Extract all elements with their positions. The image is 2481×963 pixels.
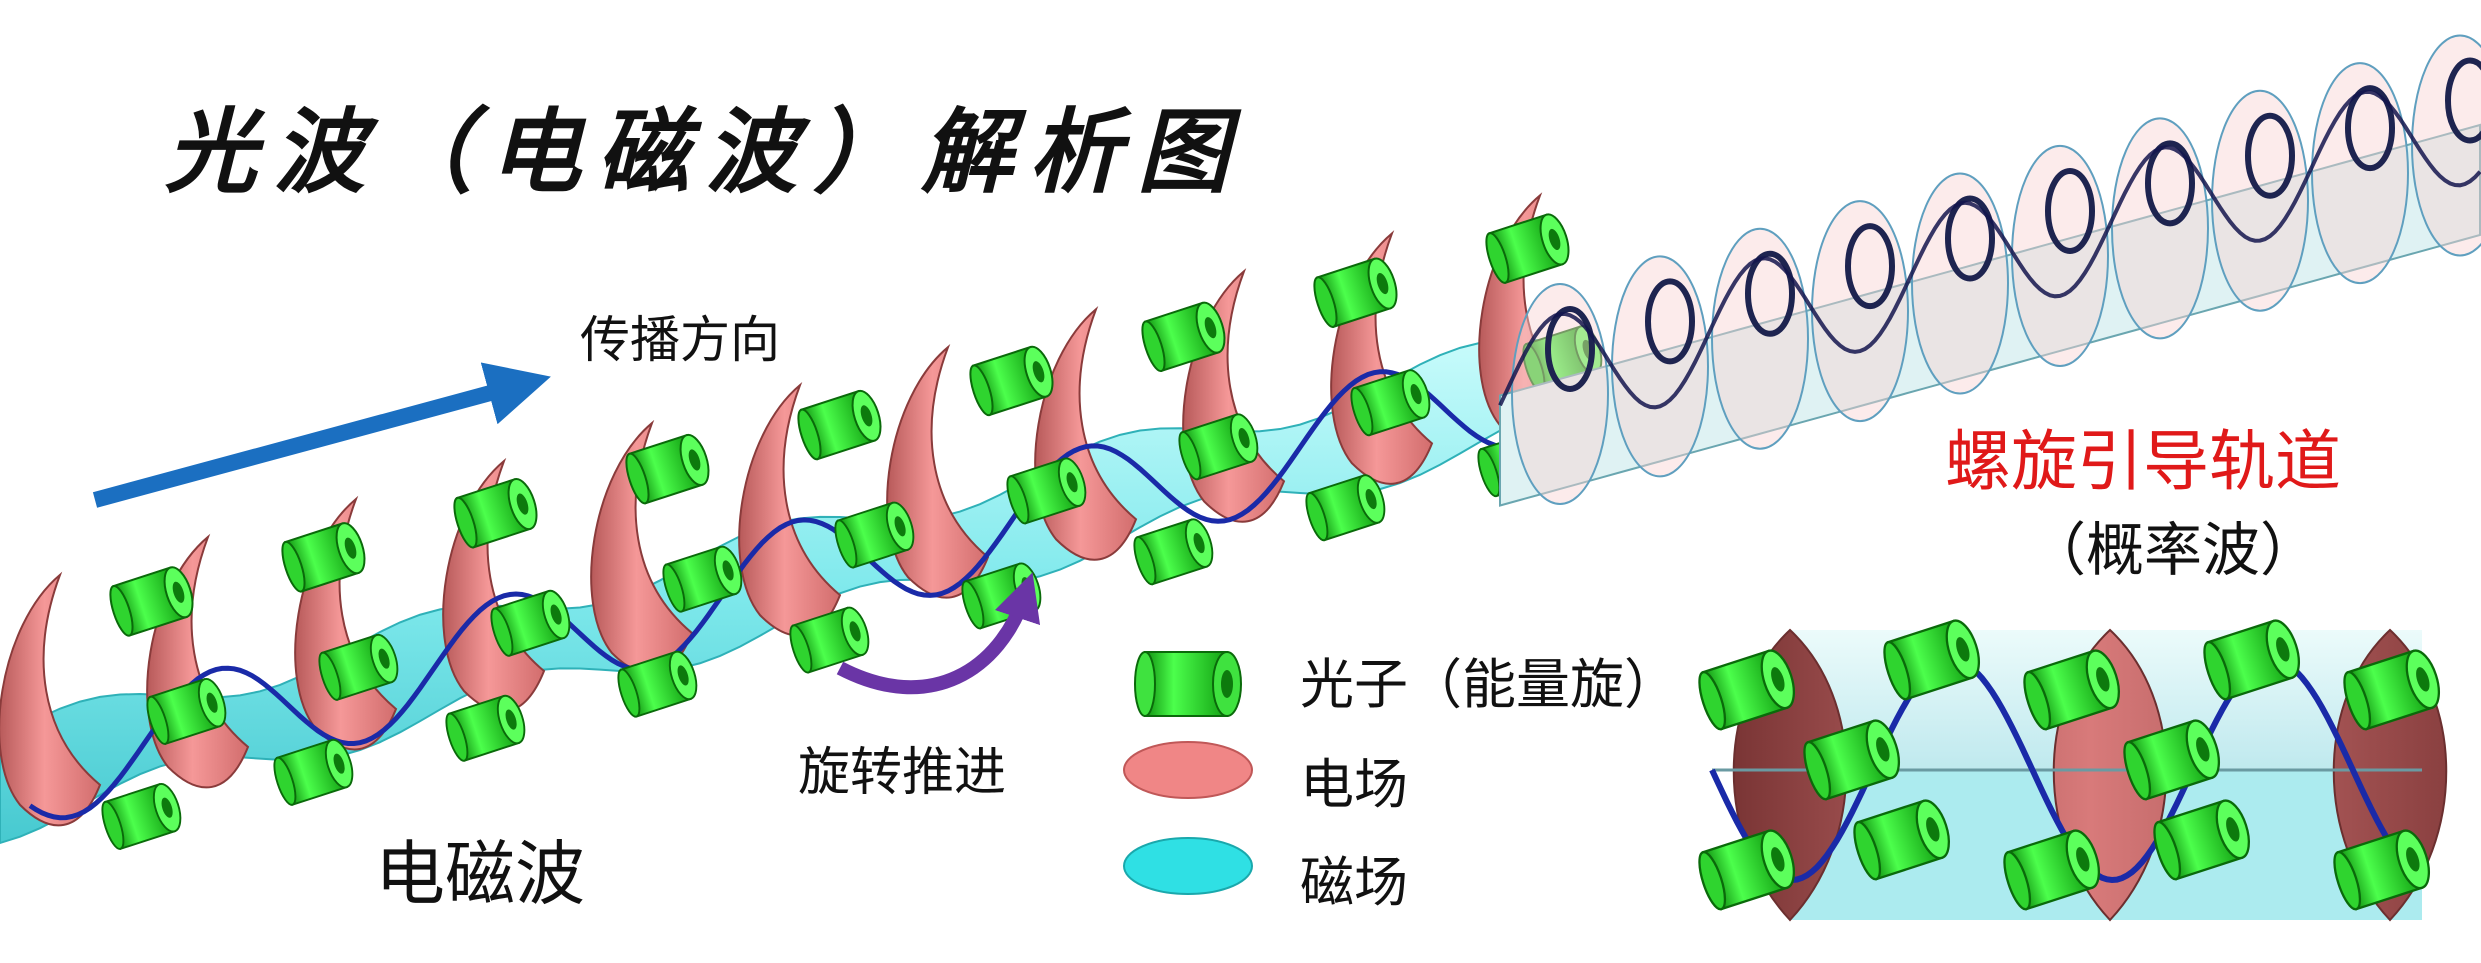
- inset-side-view: [1698, 619, 2448, 922]
- photon-cylinder-icon: [625, 433, 710, 505]
- pale-magnetic-band: [1499, 123, 2481, 507]
- photon-cylinder-icon: [1698, 829, 1796, 911]
- propagation-arrow: [92, 362, 551, 508]
- photon-cylinder-icon: [109, 566, 194, 637]
- photon-cylinder-icon: [2023, 649, 2121, 731]
- photon-cylinder-icon: [1485, 213, 1570, 284]
- photon-cylinder-icon: [490, 589, 571, 657]
- photon-cylinder-icon: [1313, 257, 1398, 329]
- photon-cylinder-icon: [146, 678, 227, 746]
- probability-ring: [1511, 282, 1609, 505]
- spiral-loop: [2445, 57, 2481, 144]
- spiral-loop: [1745, 250, 1795, 337]
- photon-cylinder-icon: [2153, 799, 2251, 881]
- probability-wave-label: （概率波）: [2028, 516, 2319, 584]
- photon-cylinder-icon: [273, 738, 354, 806]
- photon-cylinder-icon: [1698, 649, 1796, 731]
- photon-cylinder-icon: [797, 389, 882, 461]
- probability-ring: [2211, 89, 2309, 312]
- page-title: 光波（电磁波）解析图: [165, 98, 1246, 206]
- photon-cylinder-icon: [1803, 719, 1901, 801]
- spiral-loop: [2045, 167, 2095, 254]
- photon-cylinder-icon: [1133, 518, 1214, 586]
- spiral-loop: [1545, 305, 1595, 392]
- spiral-loop: [2245, 112, 2295, 199]
- photon-cylinder-icon: [1853, 799, 1951, 881]
- photon-cylinder-icon: [1883, 619, 1981, 701]
- spiral-line: [1498, 89, 2481, 410]
- electric-field-blade: [0, 571, 102, 827]
- photon-cylinder-icon: [1141, 301, 1226, 373]
- probability-ring: [2011, 144, 2109, 367]
- photon-cylinder-icon: [453, 478, 538, 549]
- photon-cylinder-icon: [789, 606, 870, 674]
- em-wave-label: 电磁波: [375, 833, 585, 915]
- photon-cylinder-icon: [1305, 474, 1386, 542]
- photon-cylinder-icon: [2123, 719, 2221, 801]
- photon-cylinder-icon: [617, 650, 698, 718]
- spiral-loop: [2145, 140, 2195, 227]
- spiral-loop: [1645, 278, 1695, 365]
- photon-cylinder-icon: [281, 522, 366, 593]
- helical-track: [28, 369, 1568, 821]
- spiral-track-label: 螺旋引导轨道: [1945, 423, 2341, 500]
- photon-cylinder-icon: [662, 545, 743, 613]
- spiral-guide-track: [1498, 34, 2481, 507]
- spiral-loop: [1845, 223, 1895, 310]
- photon-cylinder-icon: [2333, 829, 2431, 911]
- photon-cylinder-icon: [318, 633, 399, 701]
- spiral-loop: [1945, 195, 1995, 282]
- photon-cylinder-icon: [1350, 369, 1431, 437]
- legend-electric-label: 电场: [1300, 753, 1408, 816]
- probability-ring: [2411, 34, 2481, 257]
- propagation-label: 传播方向: [580, 311, 780, 369]
- legend-magnetic-label: 磁场: [1300, 851, 1408, 914]
- photon-cylinder-icon: [1006, 457, 1087, 525]
- photon-cylinder-icon: [969, 345, 1054, 417]
- photon-cylinder-icon: [2343, 649, 2441, 731]
- photon-cylinder-icon: [101, 783, 182, 851]
- photon-cylinder-icon: [2003, 829, 2101, 911]
- photon-cylinder-icon: [834, 501, 915, 569]
- legend-electric-icon: [1123, 741, 1253, 799]
- rotation-label: 旋转推进: [798, 743, 1007, 803]
- legend-photon-label: 光子（能量旋）: [1300, 653, 1678, 716]
- photon-cylinder-icon: [445, 694, 526, 762]
- spiral-loop: [2345, 85, 2395, 172]
- photon-cylinder-icon: [2203, 619, 2301, 701]
- rotation-arrow: [836, 572, 1041, 695]
- legend-photon-icon: [1134, 651, 1242, 717]
- photon-cylinder-icon: [1178, 413, 1259, 481]
- legend-magnetic-icon: [1123, 837, 1253, 895]
